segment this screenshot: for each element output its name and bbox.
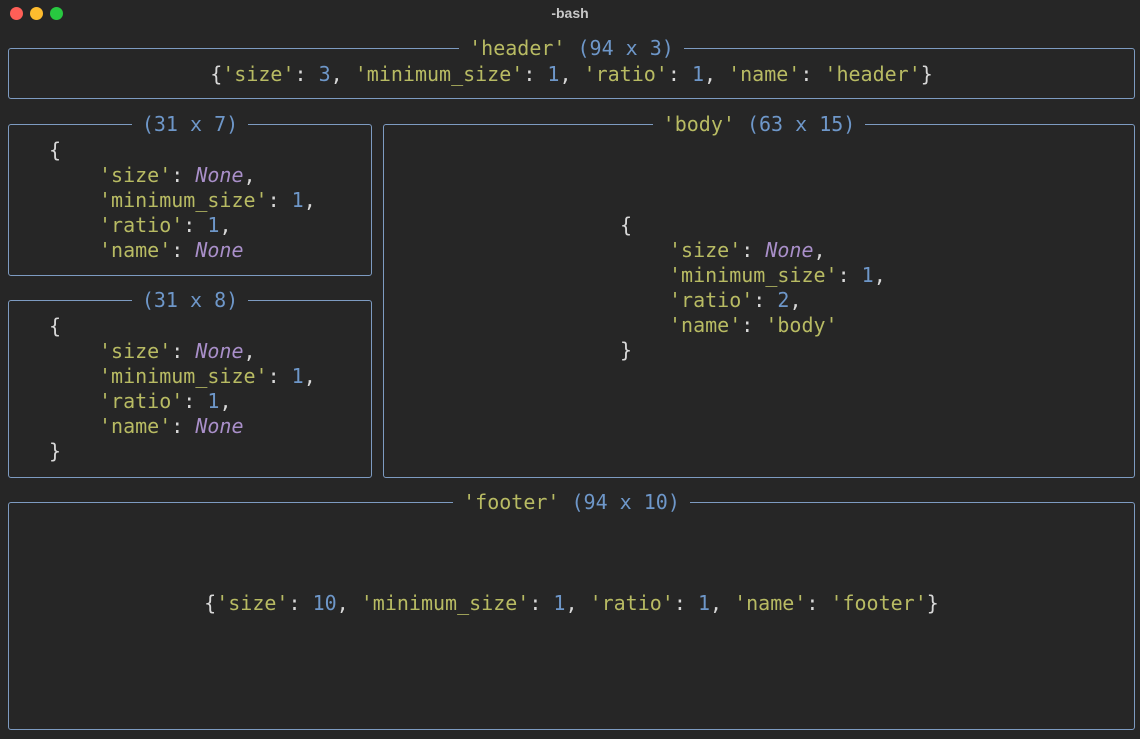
left-top-name-line: 'name': None — [99, 238, 244, 262]
footer-panel-name: 'footer' — [463, 490, 560, 514]
left-bottom-open-brace: { — [49, 314, 62, 338]
left-top-open-brace: { — [49, 138, 62, 162]
footer-size-value: 10 — [312, 591, 337, 615]
body-ratio-line: 'ratio': 2, — [669, 288, 802, 312]
body-open-brace: { — [620, 213, 633, 237]
body-name-line: 'name': 'body' — [669, 313, 838, 337]
body-size-line: 'size': None, — [669, 238, 826, 262]
left-bottom-close-brace: } — [49, 439, 62, 463]
body-size-value: None — [765, 238, 814, 262]
header-panel-dims: (94 x 3) — [577, 36, 674, 60]
header-ratio-value: 1 — [691, 62, 704, 86]
left-top-panel-dims: (31 x 7) — [141, 112, 239, 136]
left-bottom-panel: (31 x 8) { 'size': None, 'minimum_size':… — [8, 288, 372, 478]
window-titlebar: -bash — [0, 0, 1140, 28]
left-top-size-value: None — [195, 163, 244, 187]
header-panel-content: {'size': 3, 'minimum_size': 1, 'ratio': … — [210, 62, 933, 86]
left-top-panel: (31 x 7) { 'size': None, 'minimum_size':… — [8, 112, 372, 276]
header-size-value: 3 — [318, 62, 331, 86]
window-title: -bash — [551, 5, 589, 21]
left-bottom-ratio-value: 1 — [207, 389, 220, 413]
left-bottom-name-value: None — [195, 414, 244, 438]
body-panel-title: 'body' (63 x 15) — [384, 111, 1134, 137]
footer-minimum-size-value: 1 — [553, 591, 566, 615]
left-bottom-name-line: 'name': None — [99, 414, 244, 438]
minimize-window-button[interactable] — [30, 7, 43, 20]
left-bottom-minimum-size-value: 1 — [291, 364, 304, 388]
body-name-value: 'body' — [765, 313, 838, 337]
left-top-size-line: 'size': None, — [99, 163, 256, 187]
left-top-ratio-value: 1 — [207, 213, 220, 237]
body-panel: 'body' (63 x 15) { 'size': None, 'minimu… — [383, 112, 1135, 478]
body-close-brace: } — [620, 338, 633, 362]
left-bottom-size-line: 'size': None, — [99, 339, 256, 363]
left-top-minimum-size-line: 'minimum_size': 1, — [99, 188, 316, 212]
footer-panel-title: 'footer' (94 x 10) — [9, 489, 1134, 515]
footer-panel: 'footer' (94 x 10) {'size': 10, 'minimum… — [8, 490, 1135, 730]
left-top-minimum-size-value: 1 — [291, 188, 304, 212]
left-bottom-panel-dims: (31 x 8) — [141, 288, 239, 312]
left-bottom-size-value: None — [195, 339, 244, 363]
footer-panel-content: {'size': 10, 'minimum_size': 1, 'ratio':… — [204, 591, 939, 615]
body-minimum-size-line: 'minimum_size': 1, — [669, 263, 886, 287]
left-bottom-minimum-size-line: 'minimum_size': 1, — [99, 364, 316, 388]
close-window-button[interactable] — [10, 7, 23, 20]
header-name-value: 'header' — [824, 62, 921, 86]
header-panel: 'header' (94 x 3) {'size': 3, 'minimum_s… — [8, 36, 1135, 99]
left-bottom-panel-title: (31 x 8) — [9, 287, 371, 313]
header-minimum-size-value: 1 — [547, 62, 560, 86]
body-panel-name: 'body' — [662, 112, 735, 136]
left-top-ratio-line: 'ratio': 1, — [99, 213, 232, 237]
body-panel-dims: (63 x 15) — [746, 112, 856, 136]
header-panel-name: 'header' — [469, 36, 566, 60]
footer-panel-dims: (94 x 10) — [571, 490, 680, 514]
header-panel-title: 'header' (94 x 3) — [9, 35, 1134, 61]
body-ratio-value: 2 — [777, 288, 790, 312]
footer-ratio-value: 1 — [697, 591, 710, 615]
body-minimum-size-value: 1 — [861, 263, 874, 287]
footer-name-value: 'footer' — [830, 591, 927, 615]
left-top-name-value: None — [195, 238, 244, 262]
left-bottom-ratio-line: 'ratio': 1, — [99, 389, 232, 413]
zoom-window-button[interactable] — [50, 7, 63, 20]
left-top-panel-title: (31 x 7) — [9, 111, 371, 137]
